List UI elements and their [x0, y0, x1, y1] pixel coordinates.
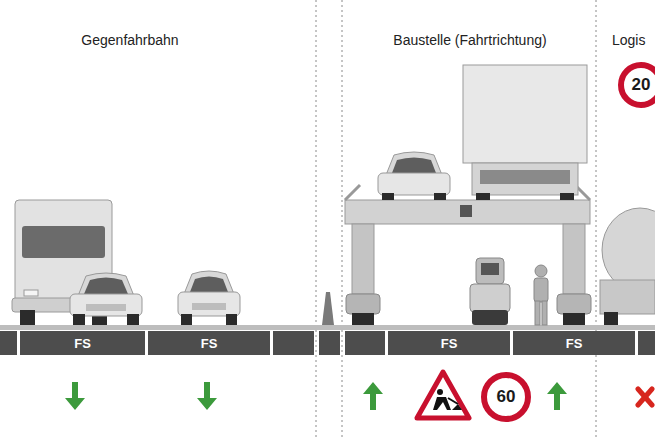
worker — [534, 265, 548, 325]
section-heading: Gegenfahrbahn — [81, 32, 178, 48]
road-edge — [0, 325, 655, 330]
lane-segment: FS — [513, 331, 635, 355]
speed-value: 60 — [497, 387, 516, 407]
car — [378, 152, 450, 200]
truck — [463, 65, 587, 200]
closed-lane-cross — [638, 389, 652, 405]
speed-value: 20 — [632, 75, 651, 95]
mixer-truck — [600, 208, 655, 325]
traffic-cone — [322, 292, 334, 325]
roller — [470, 258, 510, 325]
roadwork-sign — [417, 372, 469, 418]
car — [70, 273, 142, 325]
lane-segment: FS — [20, 331, 145, 355]
lane-segment: FS — [388, 331, 510, 355]
lane-label: FS — [566, 336, 583, 351]
section-dividers — [316, 0, 596, 437]
car — [178, 271, 240, 325]
lane-segment: FS — [148, 331, 270, 355]
gantry-machine — [345, 185, 591, 325]
section-heading: Logis — [612, 32, 645, 48]
lane-label: FS — [441, 336, 458, 351]
speed-limit-sign: 60 — [481, 372, 531, 422]
lane-label: FS — [74, 336, 91, 351]
section-heading: Baustelle (Fahrtrichtung) — [393, 32, 546, 48]
road-segments — [0, 331, 655, 355]
speed-limit-sign: 20 — [618, 62, 655, 108]
lane-label: FS — [201, 336, 218, 351]
